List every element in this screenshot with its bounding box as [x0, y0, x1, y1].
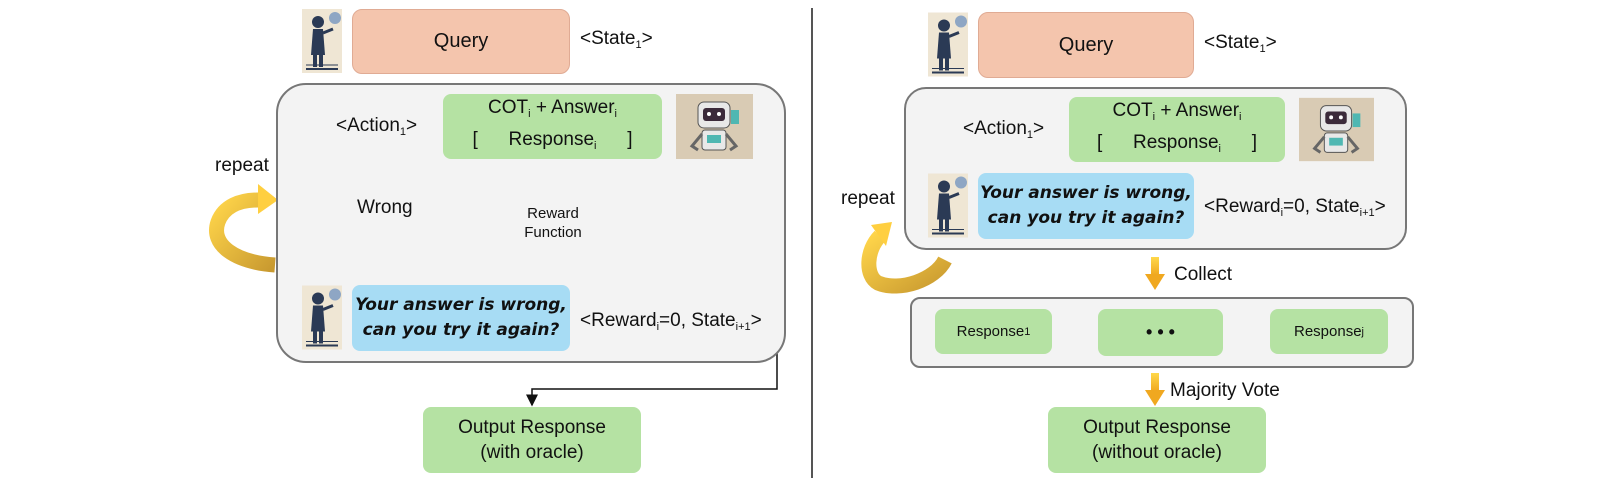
reward-state-label-left: <Rewardi=0, Statei+1> [580, 310, 762, 333]
output-response-right: Output Response (without oracle) [1048, 407, 1266, 473]
collect-label: Collect [1174, 264, 1233, 285]
cot-answer-box-right: COTi + Answeri [Responsei] [1069, 97, 1285, 162]
reward-state-label-right: <Rewardi=0, Statei+1> [1204, 196, 1386, 219]
query-box-right: Query [978, 12, 1194, 78]
cot-line-1: COTi + Answeri [488, 96, 617, 120]
cot-line-2: [Responsei] [472, 128, 633, 152]
robot-icon [676, 94, 753, 159]
wrong-label: Wrong [357, 197, 413, 218]
state-label-left: <State1> [580, 28, 653, 51]
action-label-left: <Action1> [336, 115, 418, 138]
ellipsis-box: • • • [1098, 309, 1223, 356]
curved-arrow-icon [209, 184, 278, 273]
majority-arrow [1145, 373, 1165, 406]
cot-line-2: [Responsei] [1097, 131, 1257, 155]
state-label-right: <State1> [1204, 32, 1277, 55]
repeat-label-left: repeat [215, 155, 269, 176]
user-figure-icon [302, 285, 342, 350]
user-figure-icon [928, 12, 968, 77]
action-label-right: <Action1> [963, 118, 1045, 141]
collect-arrow [1145, 257, 1165, 290]
user-figure-icon [928, 173, 968, 238]
feedback-box-right: Your answer is wrong, can you try it aga… [978, 173, 1194, 239]
query-label: Query [433, 30, 489, 52]
curved-arrow-icon [861, 222, 952, 294]
output-response-left: Output Response (with oracle) [423, 407, 641, 473]
cot-line-1: COTi + Answeri [1112, 99, 1242, 123]
majority-vote-label: Majority Vote [1170, 380, 1280, 401]
cot-answer-box-left: COTi + Answeri [Responsei] [443, 94, 662, 159]
robot-icon [1299, 97, 1374, 162]
feedback-box-left: Your answer is wrong, can you try it aga… [352, 285, 570, 351]
reward-function-label: Reward Function [524, 205, 582, 241]
query-box-left: Query [352, 9, 570, 74]
user-figure-icon [302, 9, 342, 73]
query-label: Query [1058, 33, 1114, 56]
repeat-label-right: repeat [841, 188, 895, 209]
